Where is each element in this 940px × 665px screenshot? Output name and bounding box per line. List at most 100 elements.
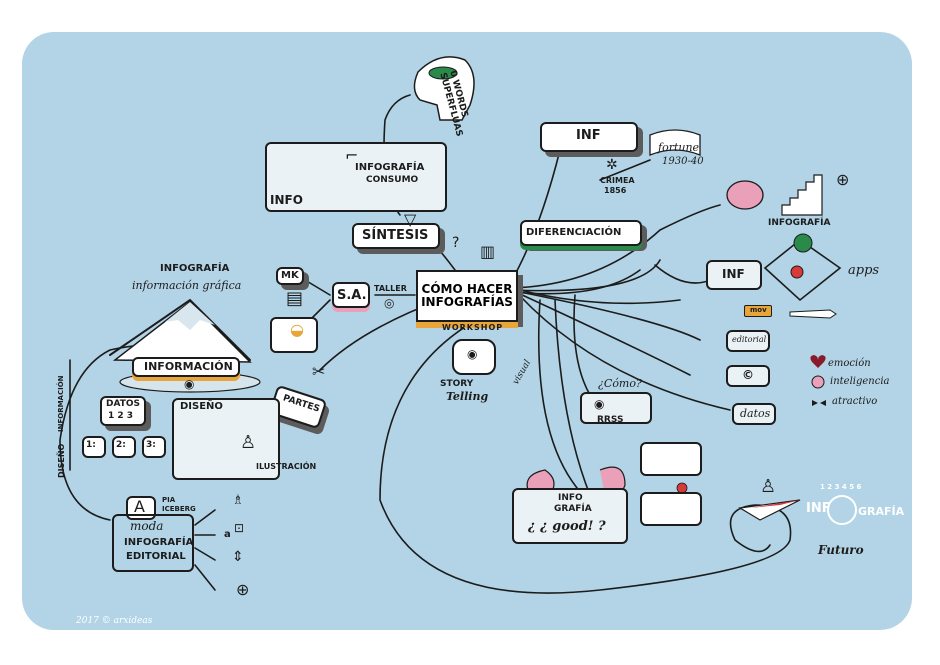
rrss-box bbox=[580, 392, 652, 424]
eye-icon: ◉ bbox=[184, 377, 195, 391]
info-grafia-2: GRAFÍA bbox=[554, 504, 592, 514]
iceberg-label: ICEBERG bbox=[162, 505, 196, 513]
infografia-consumo-2: CONSUMO bbox=[366, 175, 419, 185]
mov-label: mov bbox=[750, 306, 767, 314]
inf-magnet-box bbox=[540, 122, 638, 152]
informacion-box bbox=[132, 357, 240, 377]
sa-label: S.A. bbox=[337, 288, 367, 303]
diseno-vertical-label: DISEÑO bbox=[57, 443, 66, 478]
person-icon: ♙ bbox=[240, 432, 257, 453]
datos-car-label: datos bbox=[740, 407, 771, 420]
pia-label: PIA bbox=[162, 496, 176, 504]
crimea-label: CRIMEA bbox=[600, 176, 635, 185]
eye-icon-3: ◉ bbox=[594, 397, 605, 411]
funnel-icon: ▽ bbox=[404, 210, 417, 229]
good-label: ¿ ¿ good! ? bbox=[528, 519, 606, 534]
standing-person-icon: ♙ bbox=[760, 476, 777, 497]
data-box-3-label: 3: bbox=[146, 440, 156, 450]
mk-label: MK bbox=[281, 270, 299, 281]
data-box-2 bbox=[112, 436, 136, 458]
diferenciacion-label: DIFERENCIACIÓN bbox=[526, 227, 622, 238]
ilustracion-label: ILUSTRACIÓN bbox=[256, 462, 317, 471]
sintesis-label: SÍNTESIS bbox=[362, 228, 429, 243]
datos-box bbox=[100, 396, 146, 426]
apps-label: apps bbox=[848, 263, 880, 278]
fortune-label: fortune bbox=[658, 141, 700, 154]
sunrise-box bbox=[270, 317, 318, 353]
infografia-consumo-1: INFOGRAFÍA bbox=[355, 162, 425, 173]
inf-grafia-right: GRAFÍA bbox=[858, 505, 905, 518]
arrow-a-label: a bbox=[224, 529, 231, 540]
story-label: STORY bbox=[440, 379, 474, 389]
informacion-label: INFORMACIÓN bbox=[144, 360, 233, 373]
emocion-label: emoción bbox=[828, 358, 871, 369]
sun-icon: ◒ bbox=[290, 320, 304, 339]
sintesis-box bbox=[352, 223, 440, 249]
crimea-year: 1856 bbox=[604, 186, 627, 195]
bottom-card-1 bbox=[640, 442, 702, 476]
datos-numbers: 1 2 3 bbox=[108, 411, 134, 421]
como-label: ¿Cómo? bbox=[598, 377, 642, 390]
editorial-car-label: editorial bbox=[732, 335, 767, 344]
infografia-editorial-1: INFOGRAFÍA bbox=[124, 537, 194, 548]
inf-car-label: INF bbox=[722, 267, 745, 281]
copyright-car-label: © bbox=[742, 368, 754, 382]
infografia-right-label: INFOGRAFÍA bbox=[768, 218, 831, 228]
center-subtitle: WORKSHOP bbox=[442, 323, 504, 332]
center-title-1: CÓMO HACER bbox=[421, 282, 513, 296]
question-person-icon: ? bbox=[452, 235, 460, 251]
data-box-3 bbox=[142, 436, 166, 458]
rrss-label: RRSS bbox=[597, 415, 624, 425]
datos-car bbox=[732, 403, 776, 425]
consumo-box bbox=[265, 142, 447, 212]
datos-label: DATOS bbox=[106, 399, 141, 409]
infografia-title: INFOGRAFÍA bbox=[160, 263, 230, 274]
credit-label: 2017 © arxideas bbox=[76, 616, 153, 626]
dial-numbers: 1 2 3 4 5 6 bbox=[820, 483, 862, 491]
info-label: INFO bbox=[270, 193, 303, 207]
fortune-years: 1930-40 bbox=[662, 156, 704, 167]
taller-label: TALLER bbox=[374, 284, 407, 293]
data-box-1 bbox=[82, 436, 106, 458]
inf-grafia-left: INF bbox=[806, 501, 831, 516]
muscle-box bbox=[512, 488, 628, 544]
infografia-editorial-2: EDITORIAL bbox=[126, 551, 186, 562]
faucet-icon: ⌐ bbox=[345, 146, 359, 165]
letter-a-icon: A bbox=[134, 497, 145, 516]
inf-car-box bbox=[706, 260, 762, 290]
inf-label: INF bbox=[576, 128, 601, 143]
center-title-2: INFOGRAFÍAS bbox=[421, 295, 513, 309]
editorial-car bbox=[726, 330, 770, 352]
inteligencia-label: inteligencia bbox=[830, 376, 890, 387]
info-grafia-1: INFO bbox=[558, 493, 583, 503]
copyright-car bbox=[726, 365, 770, 387]
pia-box bbox=[126, 496, 156, 520]
data-box-2-label: 2: bbox=[116, 440, 126, 450]
bottom-card-2 bbox=[640, 492, 702, 526]
telling-label: Telling bbox=[446, 390, 489, 403]
moda-label: moda bbox=[130, 519, 164, 533]
rose-diagram-icon: ✲ bbox=[606, 157, 618, 173]
diferenciacion-box bbox=[520, 220, 642, 246]
target-icon: ◎ bbox=[384, 296, 395, 310]
editorial-box bbox=[112, 514, 194, 572]
data-box-1-label: 1: bbox=[86, 440, 96, 450]
diseno-label: DISEÑO bbox=[180, 401, 223, 412]
center-title-box: CÓMO HACER INFOGRAFÍAS bbox=[416, 270, 518, 322]
crosshair-icon: ⊕ bbox=[836, 170, 850, 189]
informacion-vertical-label: INFORMACIÓN bbox=[57, 375, 65, 432]
diseno-box bbox=[172, 398, 280, 480]
sa-box bbox=[332, 282, 370, 308]
lock-icon: ⊡ bbox=[234, 521, 245, 535]
running-person-icon: ♗ bbox=[232, 493, 244, 508]
chart-board-icon: ▥ bbox=[480, 242, 496, 261]
storytelling-head bbox=[452, 339, 496, 375]
saw-person-icon: ✂ bbox=[312, 362, 326, 381]
informacion-grafica-label: información gráfica bbox=[132, 279, 242, 292]
atractivo-label: atractivo bbox=[832, 396, 878, 407]
target-crosshair-icon: ⊕ bbox=[236, 580, 250, 599]
futuro-label: Futuro bbox=[818, 543, 864, 557]
document-icon: ▤ bbox=[286, 288, 304, 309]
eye-icon-2: ◉ bbox=[467, 347, 478, 361]
